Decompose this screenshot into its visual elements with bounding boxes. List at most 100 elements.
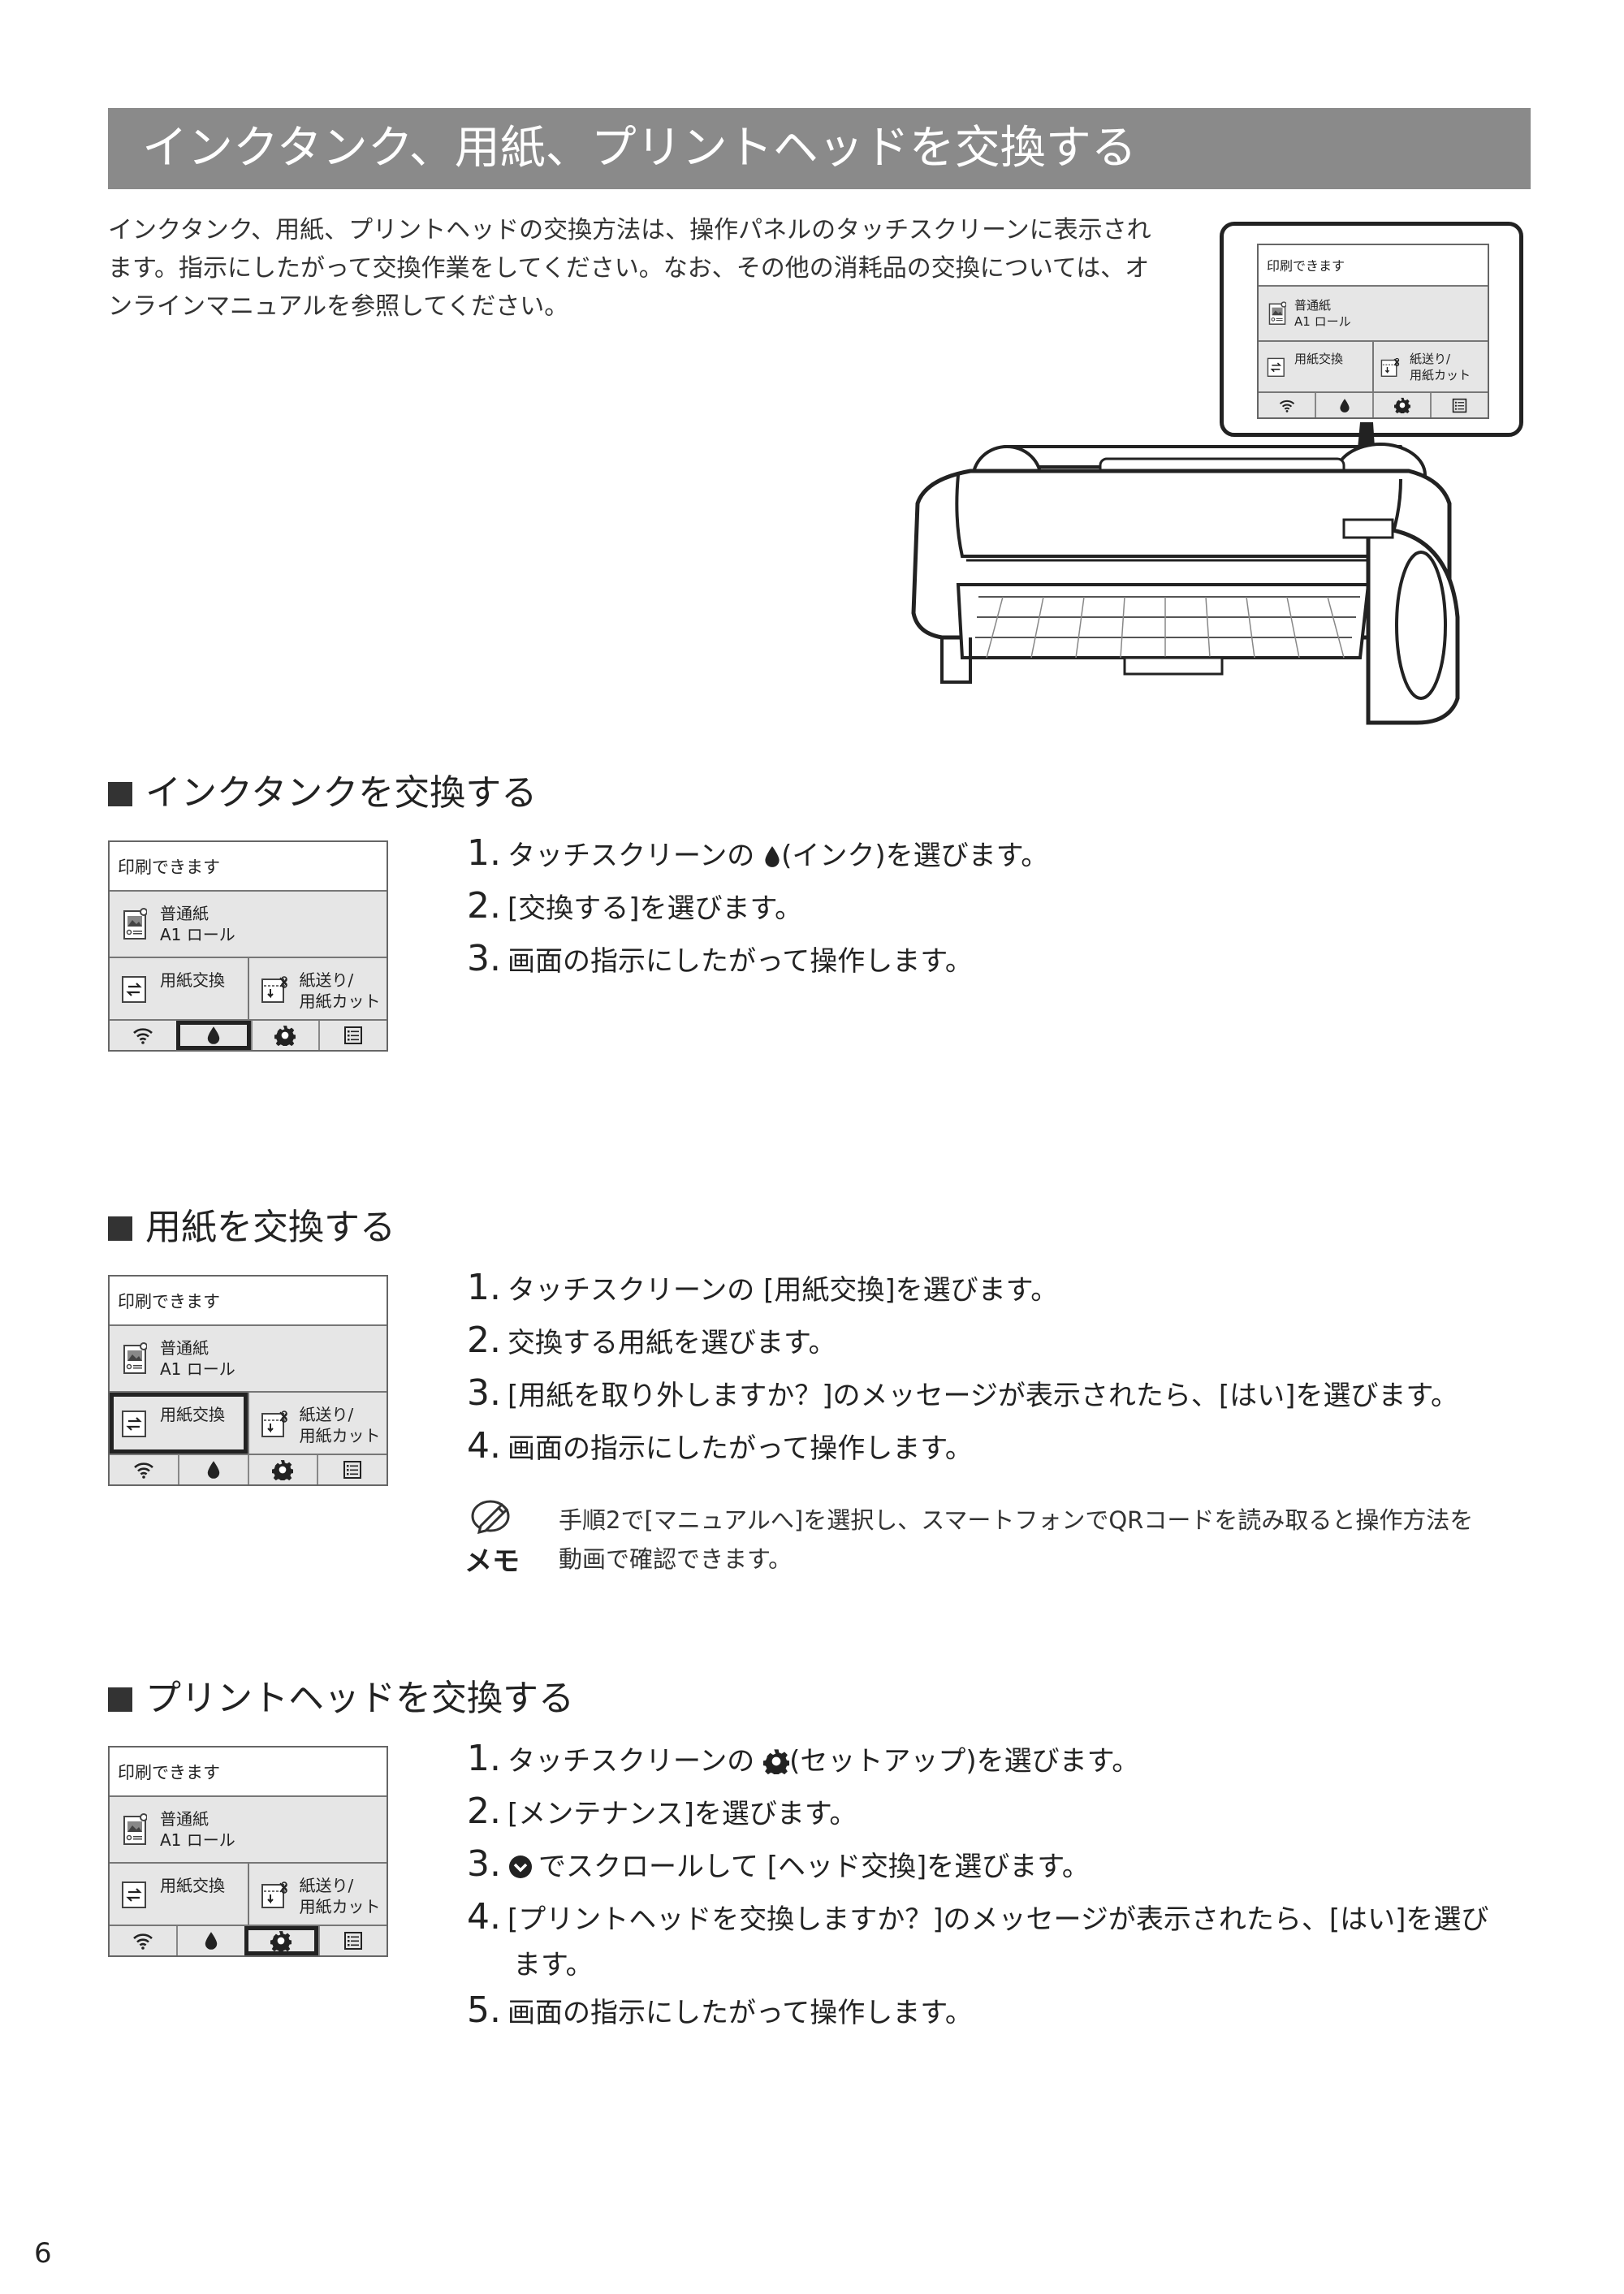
step-head-2: 2.[メンテナンス]を選びます。 — [467, 1791, 857, 1832]
feed-cut-icon — [261, 1409, 288, 1438]
wifi-tab[interactable] — [110, 1926, 176, 1955]
media-icon — [123, 908, 147, 940]
panel-media-type: 普通紙 — [1294, 297, 1332, 313]
feed-cut-button[interactable]: 紙送り/ 用紙カット — [247, 1393, 387, 1454]
section-heading-paper: 用紙を交換する — [108, 1198, 395, 1250]
panel-status: 印刷できます — [110, 1277, 387, 1327]
replace-paper-button[interactable]: 用紙交換 — [110, 1864, 248, 1925]
page-number: 6 — [34, 2237, 52, 2270]
feed-cut-icon — [261, 974, 288, 1004]
panel-status: 印刷できます — [110, 842, 387, 892]
step-head-3: 3.でスクロールして [ヘッド交換]を選びます。 — [467, 1843, 1090, 1885]
feed-cut-icon — [1380, 356, 1400, 378]
wifi-tab[interactable] — [110, 1021, 176, 1050]
wifi-tab[interactable] — [1259, 393, 1315, 417]
media-icon — [123, 1813, 147, 1846]
feed-cut-label-1: 紙送り/ — [1410, 351, 1451, 366]
panel-media-info: 普通紙 A1 ロール — [110, 1797, 387, 1864]
paper-swap-icon — [121, 1880, 149, 1909]
replace-paper-label: 用紙交換 — [160, 1875, 225, 1895]
replace-paper-label: 用紙交換 — [1294, 351, 1344, 366]
panel-media-size: A1 ロール — [160, 1359, 235, 1380]
section-heading-printhead: プリントヘッドを交換する — [108, 1669, 574, 1721]
settings-tab[interactable] — [250, 1021, 319, 1050]
panel-media-size: A1 ロール — [160, 925, 235, 945]
wifi-icon — [133, 1461, 154, 1479]
ink-tab[interactable] — [175, 1926, 244, 1955]
step-paper-3: 3.[用紙を取り外しますか？]のメッセージが表示されたら、[はい]を選びます。 — [467, 1372, 1458, 1414]
media-icon — [123, 1342, 147, 1375]
step-head-5: 5.画面の指示にしたがって操作します。 — [467, 1989, 973, 2031]
menu-tab[interactable] — [317, 1455, 387, 1484]
replace-paper-label: 用紙交換 — [160, 970, 225, 990]
memo-pencil-icon — [471, 1500, 510, 1534]
feed-cut-label-1: 紙送り/ — [299, 1404, 354, 1424]
panel-media-size: A1 ロール — [160, 1830, 235, 1851]
panel-media-info: 普通紙 A1 ロール — [110, 892, 387, 959]
panel-callout-frame: 印刷できます 普通紙 A1 ロール 用紙交換 紙送り/ 用紙カット — [1220, 222, 1523, 437]
panel-media-type: 普通紙 — [160, 1338, 209, 1359]
memo-label: メモ — [464, 1545, 520, 1578]
gear-icon — [272, 1459, 293, 1480]
panel-status: 印刷できます — [1259, 245, 1488, 287]
replace-paper-button[interactable]: 用紙交換 — [110, 958, 248, 1019]
wifi-icon — [132, 1026, 153, 1044]
step-ink-1: 1.タッチスクリーンの (インク)を選びます。 — [467, 832, 1049, 874]
panel-media-info: 普通紙 A1 ロール — [110, 1326, 387, 1393]
wifi-icon — [132, 1932, 153, 1950]
step-head-4: 4.[プリントヘッドを交換しますか？]のメッセージが表示されたら、[はい]を選び — [467, 1896, 1489, 1938]
gear-icon — [1394, 397, 1410, 413]
gear-icon — [274, 1025, 296, 1046]
settings-tab[interactable] — [1372, 393, 1430, 417]
step-paper-2: 2.交換する用紙を選びます。 — [467, 1320, 836, 1361]
intro-text: インクタンク、用紙、プリントヘッドの交換方法は、操作パネルのタッチスクリーンに表… — [108, 216, 1151, 321]
step-ink-2: 2.[交換する]を選びます。 — [467, 885, 803, 927]
ink-drop-icon — [763, 845, 781, 868]
ink-tab[interactable] — [1315, 393, 1372, 417]
section-heading-ink: インクタンクを交換する — [108, 763, 537, 815]
memo-text: 手順2で[マニュアルへ]を選択し、スマートフォンでQRコードを読み取ると操作方法… — [559, 1506, 1474, 1573]
touch-panel-printhead: 印刷できます 普通紙 A1 ロール 用紙交換 紙送り/ 用紙カット — [108, 1746, 388, 1957]
feed-cut-icon — [261, 1880, 288, 1909]
menu-tab[interactable] — [318, 1926, 387, 1955]
feed-cut-button[interactable]: 紙送り/ 用紙カット — [247, 958, 387, 1020]
panel-media-type: 普通紙 — [160, 904, 209, 924]
ink-drop-icon — [1339, 398, 1350, 413]
ink-tab[interactable] — [175, 1021, 251, 1050]
feed-cut-label-1: 紙送り/ — [299, 1875, 354, 1895]
printer-illustration — [911, 422, 1460, 725]
title-bar: インクタンク、用紙、プリントヘッドを交換する — [108, 108, 1531, 189]
panel-media-info: 普通紙 A1 ロール — [1259, 286, 1488, 342]
menu-tab[interactable] — [1430, 393, 1488, 417]
scroll-down-icon — [508, 1856, 532, 1878]
feed-cut-label-2: 用紙カット — [299, 1425, 381, 1445]
menu-tab[interactable] — [318, 1021, 387, 1050]
step-head-4-cont: ます。 — [513, 1949, 594, 1981]
replace-paper-button[interactable]: 用紙交換 — [110, 1393, 248, 1454]
feed-cut-button[interactable]: 紙送り/ 用紙カット — [247, 1864, 387, 1925]
feed-cut-label-1: 紙送り/ — [299, 970, 354, 990]
page-title: インクタンク、用紙、プリントヘッドを交換する — [142, 122, 1137, 175]
feed-cut-button[interactable]: 紙送り/ 用紙カット — [1372, 341, 1488, 392]
media-icon — [1268, 301, 1286, 326]
feed-cut-label-2: 用紙カット — [1410, 367, 1471, 382]
paper-swap-icon — [121, 1409, 149, 1438]
replace-paper-button[interactable]: 用紙交換 — [1259, 342, 1372, 392]
paper-swap-icon — [1267, 356, 1286, 378]
touch-panel-large: 印刷できます 普通紙 A1 ロール 用紙交換 紙送り/ 用紙カット — [1257, 244, 1489, 419]
panel-media-size: A1 ロール — [1294, 313, 1351, 329]
touch-panel-paper: 印刷できます 普通紙 A1 ロール 用紙交換 紙送り/ 用紙カット — [108, 1275, 388, 1486]
wifi-tab[interactable] — [110, 1455, 178, 1484]
replace-paper-label: 用紙交換 — [160, 1404, 225, 1424]
step-head-1: 1.タッチスクリーンの (セットアップ)を選びます。 — [467, 1738, 1140, 1779]
step-paper-1: 1.タッチスクリーンの [用紙交換]を選びます。 — [467, 1267, 1059, 1308]
step-paper-4: 4.画面の指示にしたがって操作します。 — [467, 1425, 973, 1467]
list-icon — [343, 1026, 363, 1045]
settings-tab[interactable] — [244, 1926, 319, 1955]
touch-panel-ink: 印刷できます 普通紙 A1 ロール 用紙交換 紙送り/ 用紙カット — [108, 840, 388, 1052]
feed-cut-label-2: 用紙カット — [299, 991, 381, 1011]
settings-tab[interactable] — [247, 1455, 317, 1484]
ink-tab[interactable] — [177, 1455, 248, 1484]
ink-drop-icon — [204, 1931, 218, 1951]
step-ink-3: 3.画面の指示にしたがって操作します。 — [467, 938, 973, 979]
